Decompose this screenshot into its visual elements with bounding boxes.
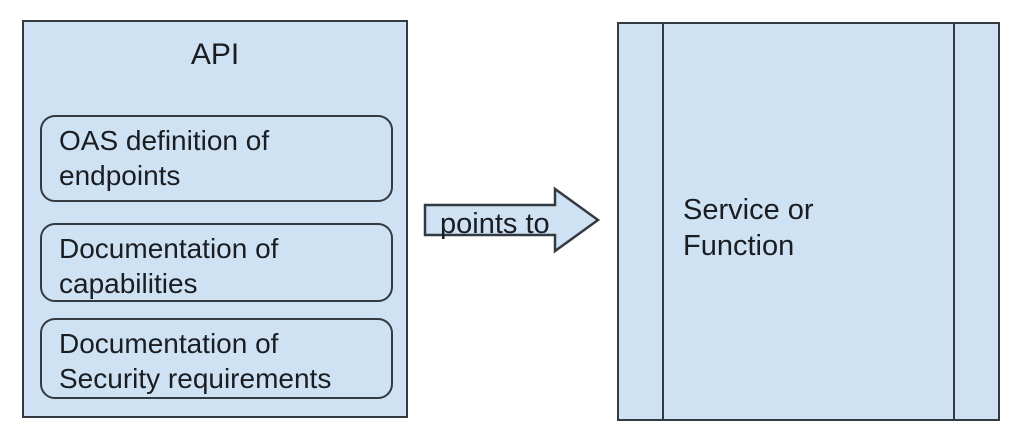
documentation-security-box: Documentation of Security requirements	[40, 318, 393, 399]
oas-definition-label: OAS definition of endpoints	[59, 125, 270, 191]
service-box-left-bar	[662, 24, 664, 419]
documentation-capabilities-label: Documentation of capabilities	[59, 233, 279, 299]
service-box-right-bar	[953, 24, 955, 419]
documentation-capabilities-box: Documentation of capabilities	[40, 223, 393, 302]
points-to-arrow-icon	[423, 186, 601, 254]
api-group-box: API OAS definition of endpoints Document…	[22, 20, 408, 418]
documentation-security-label: Documentation of Security requirements	[59, 328, 332, 394]
api-box-title: API	[190, 38, 240, 71]
points-to-label: points to	[440, 208, 550, 240]
service-function-box: Service or Function	[617, 22, 1000, 421]
service-function-label: Service or Function	[683, 194, 814, 262]
oas-definition-box: OAS definition of endpoints	[40, 115, 393, 202]
